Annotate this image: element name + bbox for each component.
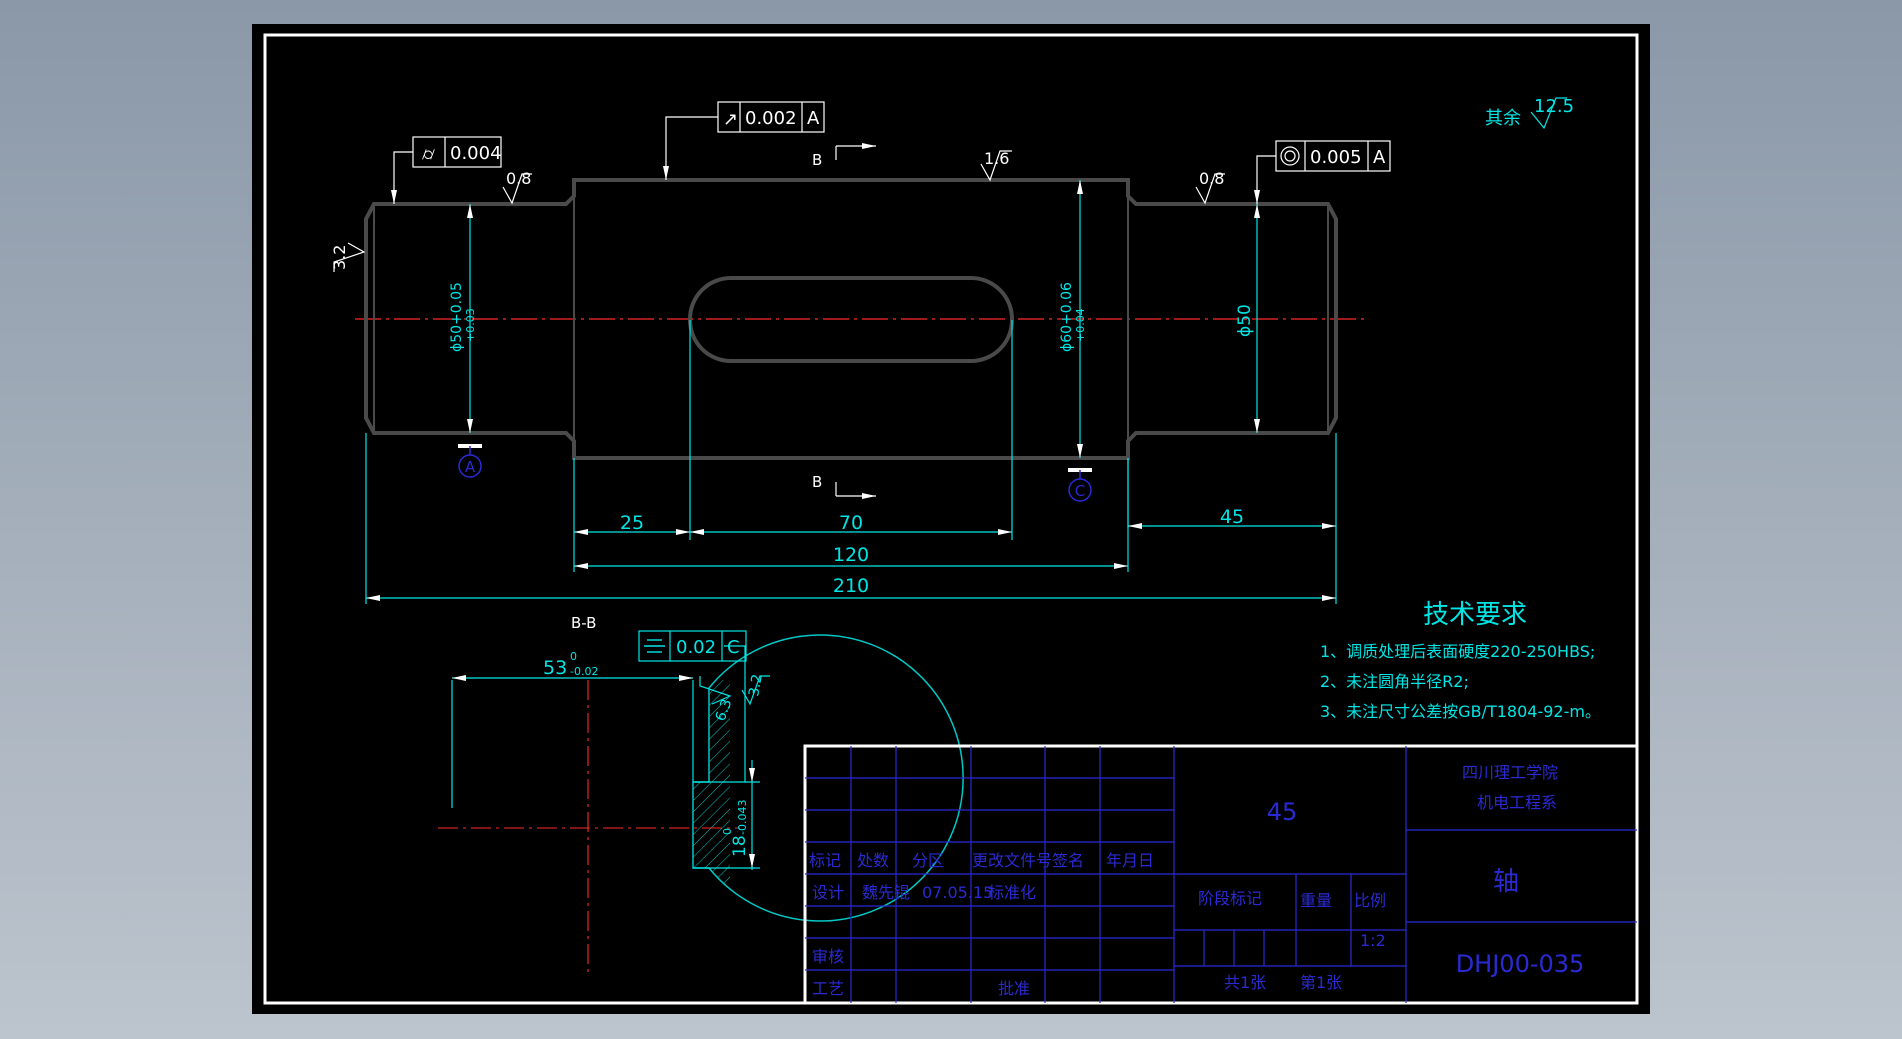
tb-school: 四川理工学院 [1462,763,1558,782]
tolerance-section-value: 0.02 [676,637,716,658]
tolerance-section-datum: C [727,637,740,658]
dia-left-text: ϕ50+0.05 [449,282,465,352]
keyway-width-tol-lower: -0.043 [736,800,749,835]
tb-sheet-no: 第1张 [1300,973,1342,992]
symmetry-icon [644,639,665,653]
tb-scale-label: 比例 [1354,891,1386,910]
tolerance-frame-top: ↗ 0.002 A [663,101,825,180]
tb-process-label: 工艺 [812,979,844,998]
roughness-right-journal-text: 0.8 [1199,169,1224,188]
tb-change-doc-label: 更改文件号 [972,851,1052,870]
tolerance-frame-left: ⌭ 0.004 [391,136,502,204]
runout-icon: ↗ [723,109,738,130]
tb-department: 机电工程系 [1477,793,1557,812]
tb-drawing-number: DHJ00-035 [1456,950,1585,978]
section-marker-top: B [812,143,876,169]
dim-45-text: 45 [1220,506,1244,528]
tb-count-label: 处数 [857,851,889,870]
dim-210-text: 210 [833,575,869,597]
section-label-top: B [812,151,822,169]
datum-c-symbol: C [1068,468,1092,502]
dimension-lines [365,180,1337,604]
tech-req-item-2: 2、未注圆角半径R2; [1320,672,1469,691]
technical-requirements: 技术要求 1、调质处理后表面硬度220-250HBS; 2、未注圆角半径R2; … [1320,600,1601,721]
tolerance-top-datum: A [807,108,820,129]
section-outline [692,634,964,922]
keyway-width-text: 18 [730,835,750,857]
tb-stage-mark-label: 阶段标记 [1198,889,1262,908]
tolerance-frame-section: 0.02 C [638,630,747,662]
tb-material: 45 [1267,798,1298,826]
section-view-title: B-B [571,614,596,632]
tolerance-left-value: 0.004 [450,143,502,164]
roughness-general-label: 其余 [1485,108,1521,129]
section-roughness-side-text: 3.2 [746,673,766,698]
dim-70-text: 70 [839,512,863,534]
tolerance-top-value: 0.002 [745,108,797,129]
tb-sheets-total: 共1张 [1224,973,1266,992]
section-label-bottom: B [812,473,822,491]
datum-c-letter: C [1075,482,1085,500]
section-width-text: 53 [543,657,567,679]
tb-signature-label: 签名 [1052,851,1084,870]
tb-standardize-label: 标准化 [988,883,1036,902]
roughness-symbols [333,97,1567,272]
section-width-tol-upper: 0 [570,650,577,663]
tb-date-label: 年月日 [1106,851,1154,870]
tech-req-item-3: 3、未注尺寸公差按GB/T1804-92-m。 [1320,702,1601,721]
dia-left-lower-text: +0.03 [464,308,477,342]
roughness-left-journal-text: 0.8 [506,169,531,188]
roughness-left-end-text: 3.2 [330,245,349,270]
title-block: 标记 处数 分区 更改文件号 签名 年月日 设计 魏先锟 07.05.15 标准… [803,744,1639,1005]
drawing-sheet [252,24,1650,1014]
dia-mid-text: ϕ60+0.06 [1059,282,1075,352]
tb-zone-label: 分区 [912,851,944,870]
dimension-arrows [366,180,1336,601]
dia-mid-lower-text: +0.04 [1074,308,1087,342]
section-roughness-symbols [699,675,770,706]
section-view [438,634,964,975]
section-dimensions [451,645,760,870]
roughness-general-value: 12.5 [1534,96,1574,117]
keyway-width-tol-upper: 0 [721,828,734,835]
tb-design-label: 设计 [812,883,844,902]
tb-design-date: 07.05.15 [922,883,993,902]
roughness-top-text: 1.6 [984,149,1009,168]
section-roughness-bottom-text: 6.3 [713,697,736,723]
keyway-slot [688,276,1014,363]
tb-approve-label: 批准 [998,979,1030,998]
datum-a-letter: A [465,458,476,476]
tolerance-right-datum: A [1373,147,1386,168]
tb-mark-label: 标记 [809,851,841,870]
tech-req-title: 技术要求 [1423,600,1527,630]
tb-scale-value: 1:2 [1360,931,1386,950]
section-marker-bottom: B [812,473,876,499]
dia-right-text: ϕ50 [1235,304,1255,337]
tb-weight-label: 重量 [1300,891,1332,910]
section-width-tol-lower: -0.02 [570,665,598,678]
concentricity-icon [1280,146,1300,166]
dim-25-text: 25 [620,512,644,534]
tech-req-item-1: 1、调质处理后表面硬度220-250HBS; [1320,642,1595,661]
tb-review-label: 审核 [812,947,844,966]
datum-a-symbol: A [458,444,482,478]
tb-designer-name: 魏先锟 [862,883,910,902]
dim-120-text: 120 [833,544,869,566]
cylindricity-icon: ⌭ [422,144,435,165]
shaft-main-view [355,178,1365,460]
tb-part-name: 轴 [1493,867,1519,897]
tolerance-right-value: 0.005 [1310,147,1362,168]
tolerance-frame-right: 0.005 A [1254,140,1391,204]
